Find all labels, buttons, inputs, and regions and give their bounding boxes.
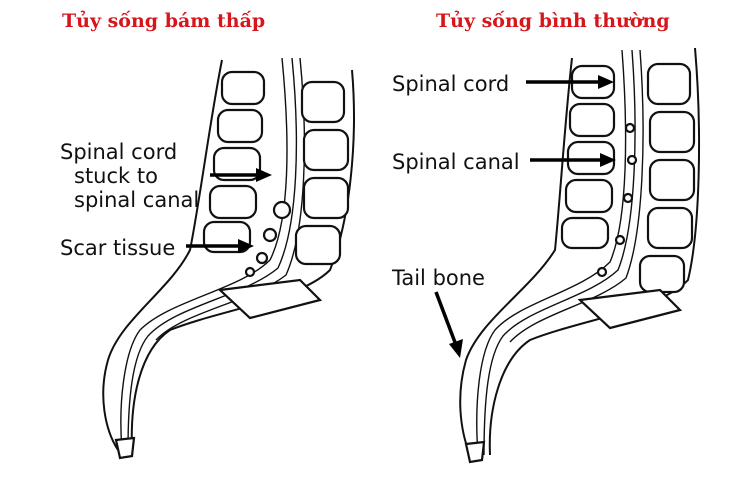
label-line: stuck to <box>74 164 158 188</box>
right-vertebra <box>560 216 610 250</box>
left-vertebra <box>220 70 266 106</box>
left-posterior-element <box>294 224 342 266</box>
right-vertebra <box>566 140 616 176</box>
left-canal-line-1 <box>120 57 288 451</box>
label-line: spinal canal <box>74 188 200 212</box>
label-scar-tissue: Scar tissue <box>60 236 176 260</box>
right-canal-line-3 <box>509 49 644 343</box>
left-vertebra <box>212 146 262 182</box>
title-normal-cord: Tủy sống bình thường <box>436 10 670 32</box>
arrow-right-tail-head <box>449 339 463 358</box>
left-scar-blob <box>262 227 278 243</box>
right-vertebra <box>568 102 616 138</box>
left-spine-outline-front <box>102 59 223 451</box>
right-spine-outline-front <box>459 57 573 456</box>
right-posterior-element <box>648 110 696 154</box>
right-canal-nodule <box>624 122 636 134</box>
label-spinal-canal: Spinal canal <box>392 150 520 174</box>
right-canal-line-1 <box>476 49 627 456</box>
arrow-right-canal-head <box>600 153 616 167</box>
left-vertebra <box>216 108 264 144</box>
left-coccyx <box>114 436 136 460</box>
right-posterior-element <box>646 206 694 250</box>
right-coccyx <box>464 440 486 464</box>
right-canal-nodule <box>614 234 626 246</box>
left-canal-line-3 <box>155 57 306 341</box>
arrow-left-cord-head <box>256 168 272 182</box>
right-sacrum <box>577 288 683 330</box>
right-spine <box>459 47 701 464</box>
right-canal-nodule <box>626 154 638 166</box>
right-posterior-element <box>638 254 686 294</box>
left-scar-blob <box>255 251 269 265</box>
left-spine <box>102 57 355 460</box>
left-sacrum <box>217 278 323 320</box>
right-canal-nodule <box>596 266 608 278</box>
label-arrows <box>186 75 616 358</box>
title-tethered-cord: Tủy sống bám thấp <box>62 10 266 32</box>
right-posterior-element <box>648 158 696 202</box>
left-scar-blob <box>244 266 256 278</box>
arrow-left-scar-head <box>238 239 254 253</box>
arrow-right-tail <box>434 291 458 346</box>
right-vertebra <box>564 178 614 214</box>
label-line: Spinal cord <box>60 140 178 164</box>
label-tail-bone: Tail bone <box>392 266 485 290</box>
left-scar-blob <box>272 200 292 220</box>
left-posterior-element <box>302 128 350 172</box>
right-posterior-element <box>646 62 692 106</box>
label-spinal-cord-stuck: Spinal cord stuck to spinal canal <box>60 140 199 212</box>
left-posterior-element <box>302 176 350 220</box>
left-vertebra <box>208 184 258 220</box>
left-posterior-element <box>300 80 346 124</box>
right-canal-nodule <box>622 192 634 204</box>
arrow-right-cord-head <box>598 75 614 89</box>
label-spinal-cord: Spinal cord <box>392 72 510 96</box>
